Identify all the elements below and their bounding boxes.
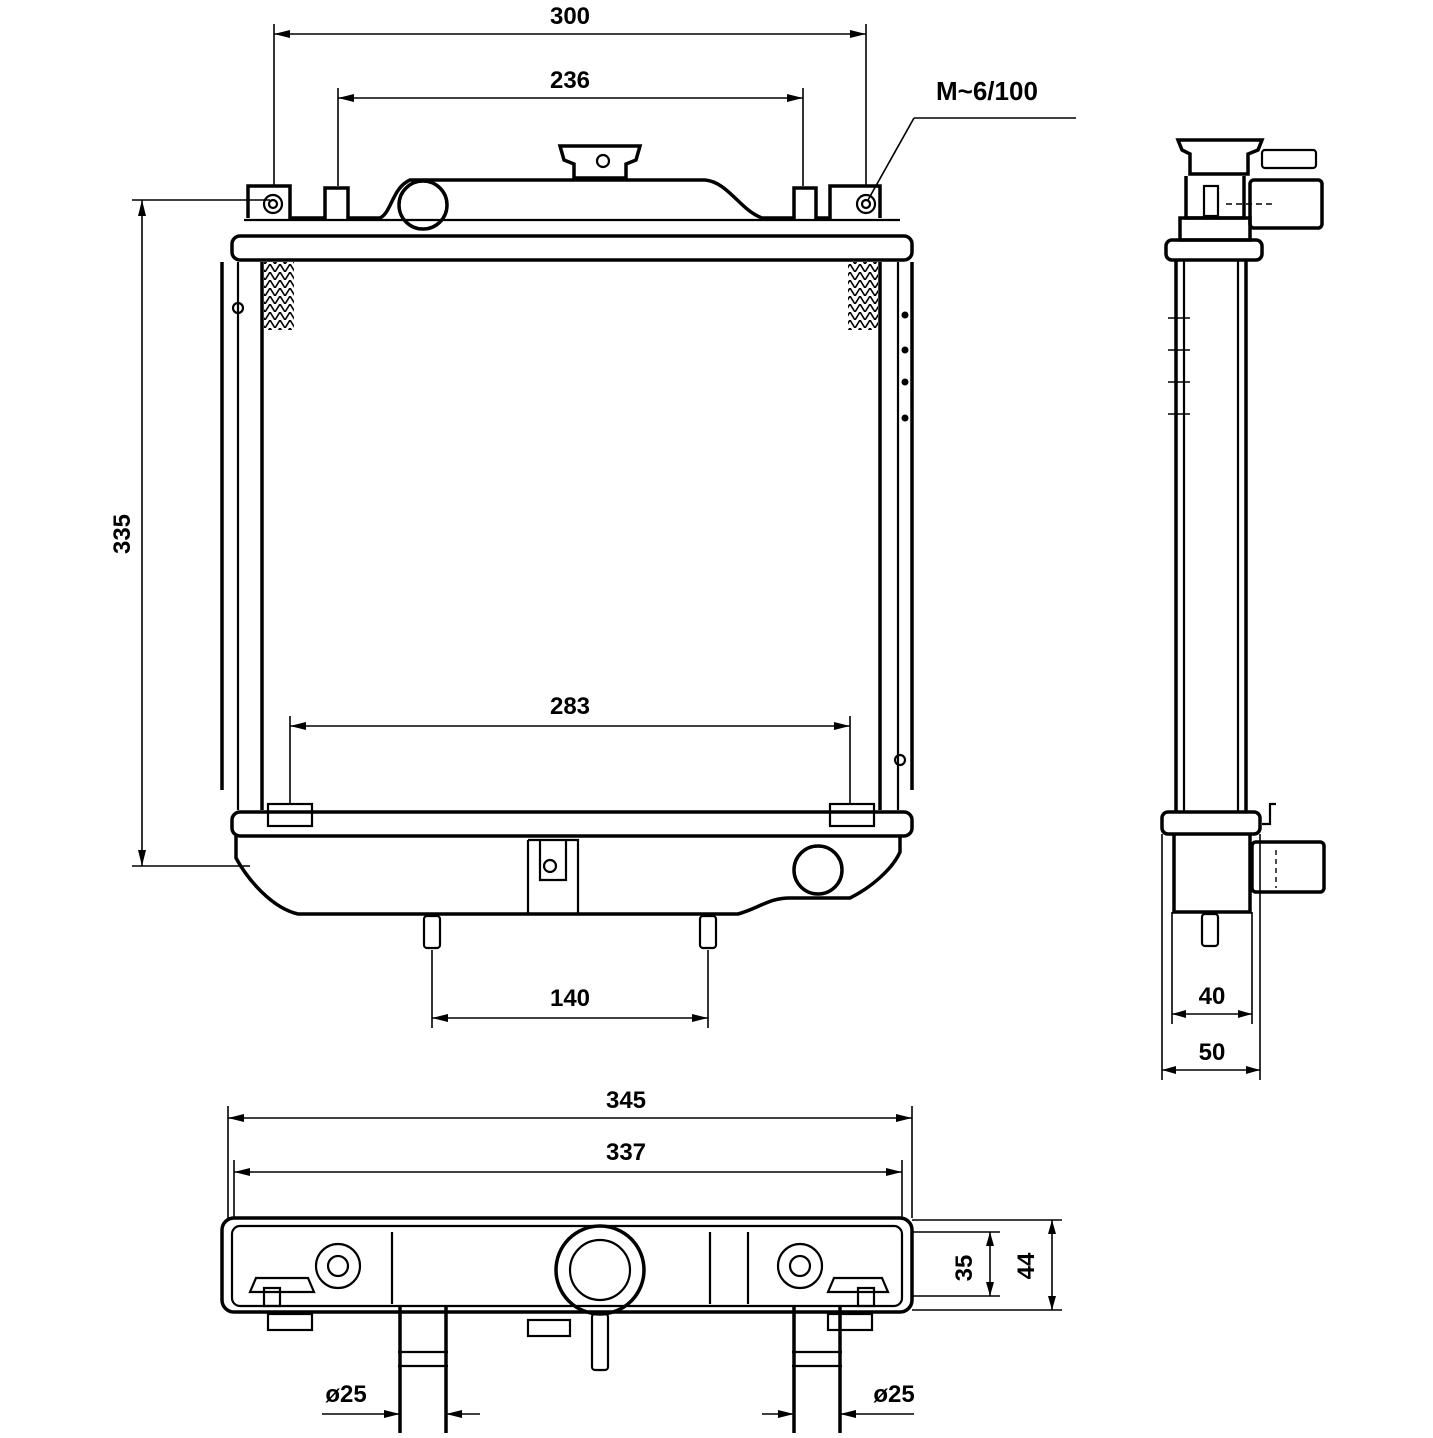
dim-bottom-overall-width-label: 345	[606, 1087, 646, 1114]
side-view	[1160, 138, 1326, 948]
dim-tank-depth-large-label: 44	[1013, 1252, 1040, 1279]
dim-top-width-label: 300	[550, 3, 590, 30]
dim-bottom-tank-width-label: 337	[606, 1139, 646, 1166]
fixing-spec-label: M~6/100	[936, 76, 1038, 106]
dim-left-pipe-diameter	[322, 1410, 480, 1418]
front-view	[220, 144, 914, 950]
dim-mount-spacing	[337, 88, 804, 186]
dim-left-pipe-diameter-label: ø25	[325, 1381, 366, 1408]
dim-top-width	[273, 24, 867, 186]
dim-side-core-depth-label: 40	[1199, 983, 1226, 1010]
dim-core-width	[289, 716, 851, 804]
dim-core-width-label: 283	[550, 693, 590, 720]
dim-bottom-tank-width	[233, 1160, 903, 1218]
dim-tank-depth-large	[912, 1219, 1062, 1311]
dim-tank-depth-small-label: 35	[951, 1255, 978, 1282]
dim-side-total-depth	[1161, 834, 1261, 1080]
bottom-view	[220, 1216, 914, 1433]
fixing-leader	[867, 117, 1076, 201]
dim-right-pipe-diameter-label: ø25	[873, 1381, 914, 1408]
dim-lower-pipe-spacing	[431, 950, 709, 1028]
dim-tank-depth-small	[912, 1231, 1000, 1297]
dim-bottom-overall-width	[227, 1106, 913, 1218]
dim-mount-spacing-label: 236	[550, 67, 590, 94]
dim-height	[132, 199, 270, 867]
dim-side-core-depth	[1171, 912, 1253, 1024]
dim-lower-pipe-spacing-label: 140	[550, 985, 590, 1012]
dim-right-pipe-diameter	[762, 1410, 914, 1418]
dim-height-label: 335	[109, 514, 136, 554]
dim-side-total-depth-label: 50	[1199, 1039, 1226, 1066]
